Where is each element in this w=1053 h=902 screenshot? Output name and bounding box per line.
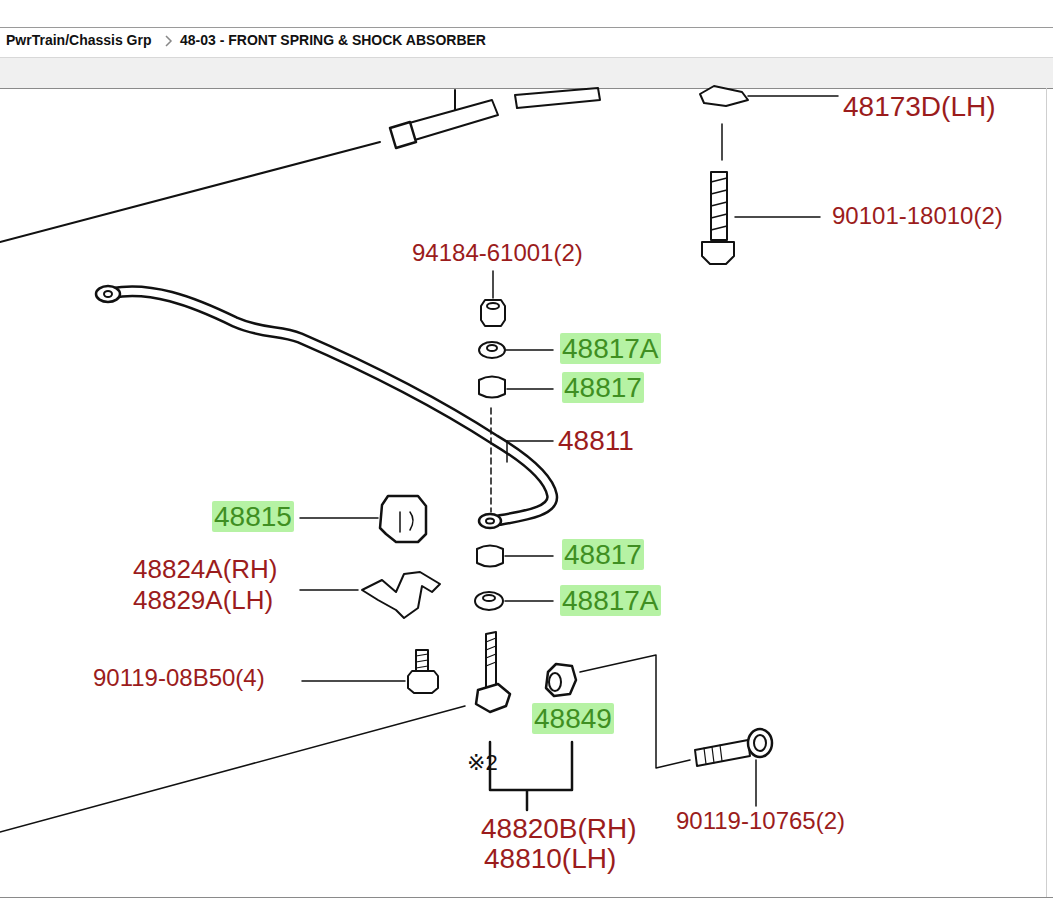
- part-number: 48849: [532, 703, 614, 734]
- part-number: 48811: [558, 425, 634, 456]
- part-number: 48824A(RH): [133, 555, 278, 584]
- part-number: 48829A(LH): [133, 586, 273, 615]
- part-number: 90119-08B50(4): [93, 665, 265, 692]
- part-number: 90101-18010(2): [832, 203, 1003, 230]
- part-number: 48810(LH): [484, 843, 616, 874]
- part-number: 48817: [562, 372, 644, 403]
- note-mark: ※2: [467, 751, 498, 776]
- part-number: 94184-61001(2): [412, 240, 583, 267]
- part-number: 48817A: [560, 333, 661, 364]
- part-number: 90119-10765(2): [676, 808, 845, 835]
- part-number: 48817: [562, 539, 644, 570]
- part-number: 48173D(LH): [843, 91, 996, 122]
- part-number: 48817A: [560, 585, 661, 616]
- part-number: 48815: [212, 501, 294, 532]
- breadcrumb-text: 48-03 - FRONT SPRING & SHOCK ABSORBER: [180, 33, 486, 49]
- part-number: 48820B(RH): [481, 813, 637, 844]
- breadcrumb-text: PwrTrain/Chassis Grp: [6, 33, 152, 49]
- breadcrumb-chevron: [166, 36, 171, 46]
- drawing: [0, 86, 838, 832]
